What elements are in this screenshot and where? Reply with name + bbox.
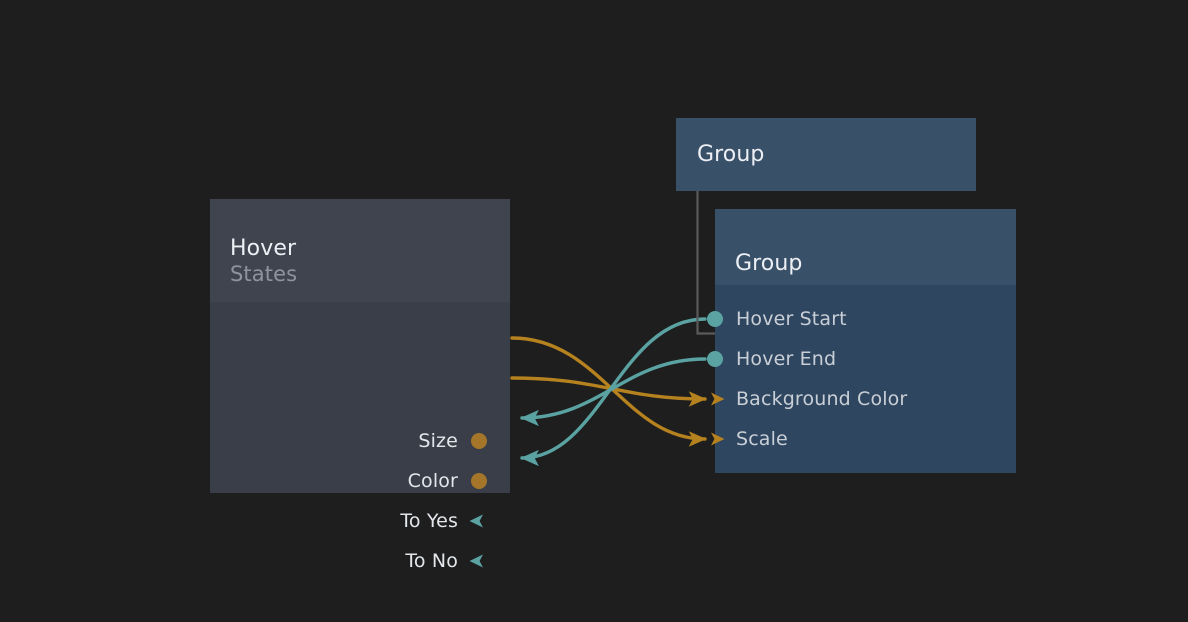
node-group-parent[interactable]: Group [676, 118, 976, 191]
port-row-hover-start[interactable]: Hover Start [707, 308, 847, 330]
node-hover-header[interactable]: Hover States [210, 199, 510, 302]
port-row-background-color[interactable]: Background Color [711, 388, 908, 410]
port-row-to-no[interactable]: To No [405, 550, 490, 572]
wire-hover-start-to-to-no [520, 317, 707, 467]
node-group-parent-title: Group [697, 141, 765, 167]
arrow-right-port-icon[interactable] [704, 388, 726, 410]
port-row-to-yes[interactable]: To Yes [400, 510, 490, 532]
port-label-hover-end: Hover End [736, 348, 837, 370]
node-group-child-header[interactable]: Group [715, 209, 1016, 285]
node-group-child[interactable]: Group Hover Start Hover End [707, 209, 1016, 473]
port-row-hover-end[interactable]: Hover End [707, 348, 837, 370]
node-hover-body: Size Color To Yes To No [210, 302, 510, 572]
port-label-background-color: Background Color [736, 388, 908, 410]
circle-port-icon[interactable] [704, 348, 726, 370]
circle-port-icon[interactable] [468, 470, 490, 492]
node-hover-states[interactable]: Hover States Size Color To Yes [210, 199, 510, 572]
port-row-scale[interactable]: Scale [711, 428, 788, 450]
circle-port-icon[interactable] [704, 308, 726, 330]
port-row-color[interactable]: Color [408, 470, 490, 492]
wire-size-to-scale [510, 336, 707, 447]
port-label-hover-start: Hover Start [736, 308, 847, 330]
arrow-right-port-icon[interactable] [704, 428, 726, 450]
port-label-scale: Scale [736, 428, 788, 450]
port-label-color: Color [407, 470, 458, 492]
wire-color-to-background-color [510, 376, 707, 407]
port-label-to-no: To No [405, 550, 458, 572]
node-group-child-title: Group [735, 251, 803, 276]
wire-hover-end-to-to-yes [520, 357, 707, 427]
node-hover-title: Hover [230, 236, 297, 261]
port-row-size[interactable]: Size [418, 430, 490, 452]
circle-port-icon[interactable] [468, 430, 490, 452]
node-hover-subtitle: States [230, 262, 298, 286]
arrow-left-port-icon[interactable] [468, 510, 490, 532]
node-group-parent-header[interactable]: Group [676, 118, 976, 191]
arrow-left-port-icon[interactable] [468, 550, 490, 572]
port-label-size: Size [418, 430, 458, 452]
node-group-child-body: Hover Start Hover End Background Color [707, 285, 1016, 473]
port-label-to-yes: To Yes [400, 510, 458, 532]
